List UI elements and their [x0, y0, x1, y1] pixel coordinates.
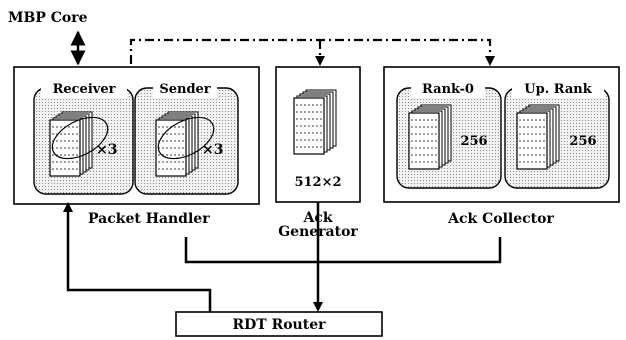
- mbp-core-label: MBP Core: [8, 10, 88, 26]
- ack-collector-label: Ack Collector: [447, 211, 554, 227]
- rdt-router-box: [175, 311, 383, 337]
- receiver-label: Receiver: [53, 82, 116, 97]
- receiver-multiplier: ×3: [96, 142, 117, 158]
- rank0-buffer-stack: [408, 104, 452, 170]
- ack-generator-size: 512×2: [294, 175, 341, 190]
- sender-buffer-stack: [155, 111, 199, 177]
- router-return-path: [66, 210, 212, 312]
- return-arrow-packet-handler: [63, 202, 73, 212]
- uprank-size: 256: [569, 134, 596, 149]
- rank0-label: Rank-0: [422, 82, 474, 97]
- uprank-label: Up. Rank: [524, 82, 592, 97]
- packet-handler-label: Packet Handler: [88, 211, 210, 227]
- rdt-router-label: RDT Router: [233, 317, 327, 333]
- ack-generator-buffer-stack: [293, 89, 337, 155]
- receiver-loop-arrow: [51, 116, 109, 160]
- sender-label: Sender: [159, 82, 210, 97]
- receiver-buffer-stack: [49, 111, 93, 177]
- bus-arrow-ack-collector: [485, 56, 495, 66]
- bus-arrow-ack-generator: [315, 56, 325, 66]
- sender-loop-arrow: [157, 116, 215, 160]
- sender-multiplier: ×3: [202, 142, 223, 158]
- bus-arrow-router: [313, 302, 323, 312]
- control-bus: [129, 38, 492, 64]
- data-bus: [184, 202, 502, 306]
- uprank-buffer-stack: [516, 104, 560, 170]
- rank0-size: 256: [460, 134, 487, 149]
